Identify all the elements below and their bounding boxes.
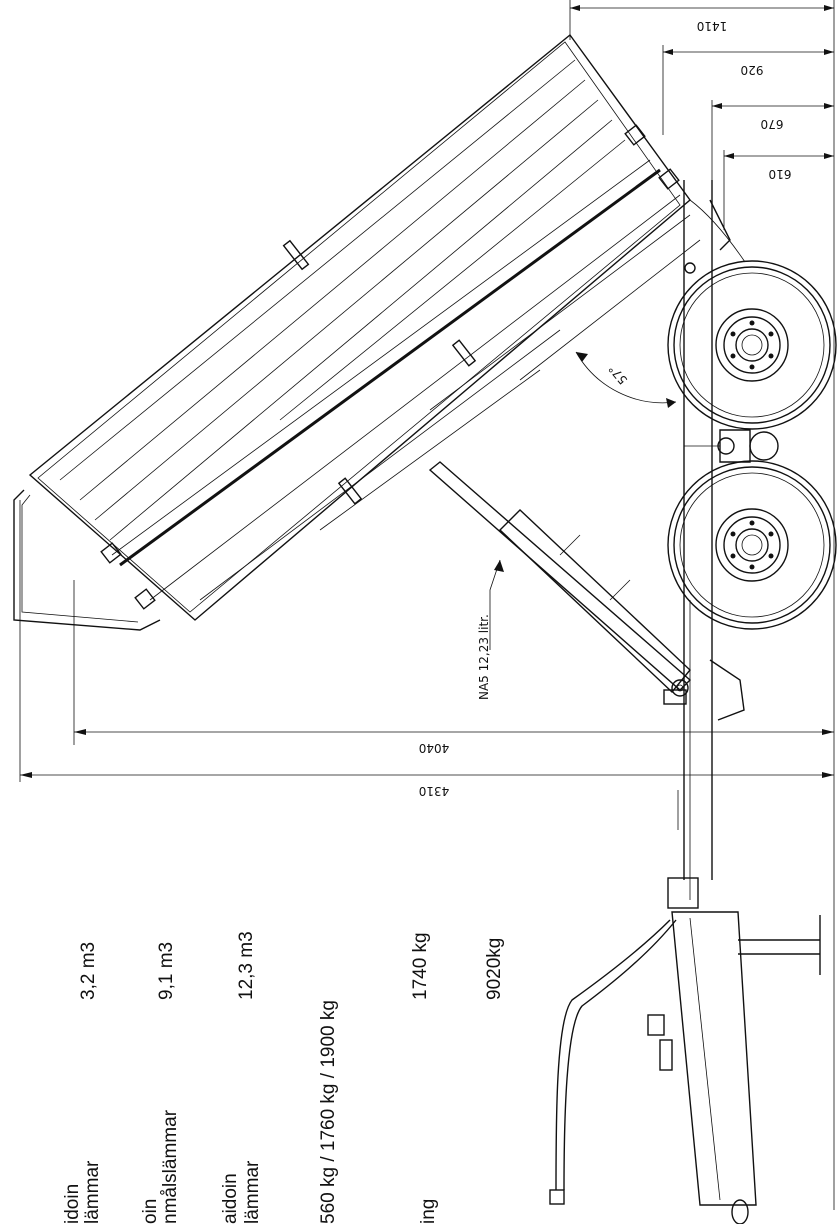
dimension-lines-length [19, 500, 834, 782]
dimension-610: 610 [769, 167, 792, 181]
spec-value-3: 12,3 m3 [236, 931, 257, 1000]
spec-label-1b: lämmar [82, 1160, 103, 1224]
cylinder-leader-arrow [494, 560, 504, 572]
spec-label-2a: oin [140, 1199, 161, 1224]
tip-angle-arc [575, 351, 677, 404]
spec-value-6: 9020kg [484, 938, 505, 1000]
dimension-lines-top [569, 0, 835, 1210]
spec-label-3a: aidoin [220, 1173, 241, 1224]
cylinder-label: NA5 12,23 litr. [477, 614, 491, 700]
spec-table: 3,2 m3 9,1 m3 12,3 m3 560 kg / 1760 kg /… [62, 931, 505, 1224]
spec-label-1a: idoin [62, 1184, 83, 1224]
spec-label-5: ing [418, 1199, 439, 1224]
spec-value-1: 3,2 m3 [78, 942, 99, 1000]
dimension-670: 670 [761, 117, 784, 131]
spec-label-3b: lämmar [242, 1160, 263, 1224]
dimension-1410: 1410 [697, 19, 728, 33]
tip-angle-arrow-2 [666, 398, 676, 408]
rear-wheel [667, 260, 837, 430]
chassis-frame [549, 180, 821, 1224]
spec-value-4: 560 kg / 1760 kg / 1900 kg [318, 1000, 339, 1224]
spec-value-5: 1740 kg [410, 932, 431, 1000]
bogie-axle [684, 429, 779, 463]
spec-value-2: 9,1 m3 [156, 942, 177, 1000]
front-wheel [667, 460, 837, 630]
dimension-4040: 4040 [419, 741, 450, 755]
hydraulic-cylinder [428, 461, 692, 697]
cylinder-leader-line [489, 559, 501, 650]
spec-label-2b: nmålslämmar [160, 1109, 181, 1224]
tip-angle-arrow-1 [576, 352, 588, 362]
dimension-4310: 4310 [419, 784, 450, 798]
dimension-920: 920 [741, 63, 764, 77]
tip-angle-label: 57° [606, 362, 630, 387]
tipping-body [13, 33, 746, 631]
